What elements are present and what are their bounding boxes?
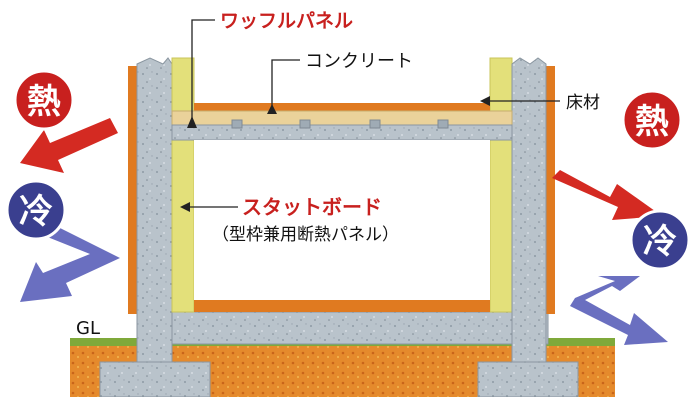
heat-badge-left-text: 熱	[27, 82, 61, 122]
waffle-ribs	[231, 119, 449, 129]
label-stud-board-sub: （型枠兼用断熱パネル）	[212, 225, 399, 245]
insulation-left	[171, 57, 195, 313]
cold-arrow-left	[20, 224, 120, 302]
label-stud-board: スタットボード	[242, 195, 382, 219]
leader-waffle-panel	[191, 19, 215, 122]
cold-badge-left: 冷	[5, 179, 67, 241]
heat-arrow-left	[20, 118, 118, 173]
interior-cavity	[194, 140, 490, 300]
heat-arrow-right	[552, 170, 662, 220]
cold-badge-right: 冷	[629, 209, 691, 271]
arrowhead-waffle-panel	[187, 116, 197, 128]
floor-concrete	[171, 110, 513, 126]
bottom-floor-strip	[194, 300, 490, 312]
cladding-left	[128, 66, 137, 314]
waffle-panel	[171, 124, 513, 141]
floor-material	[194, 103, 490, 111]
label-floor-material: 床材	[566, 93, 600, 113]
cold-badge-left-text: 冷	[19, 192, 53, 232]
cold-arrow-right	[570, 276, 668, 345]
heat-badge-left: 熱	[13, 69, 75, 131]
footing-right	[477, 361, 579, 397]
label-concrete: コンクリート	[305, 51, 413, 72]
arrowhead-stud-board	[180, 202, 190, 212]
cold-badge-right-text: 冷	[643, 222, 677, 262]
cladding-right	[546, 66, 555, 314]
label-waffle-panel: ワッフルパネル	[220, 10, 353, 32]
wall-right	[511, 57, 547, 363]
footing-left	[99, 361, 211, 397]
heat-badge-right-text: 熱	[635, 102, 669, 142]
label-gl: GL	[76, 318, 100, 339]
heat-badge-right: 熱	[621, 89, 683, 151]
arrowhead-floor-material	[480, 96, 490, 106]
base-slab	[137, 311, 549, 345]
wall-left	[136, 57, 173, 363]
arrowhead-concrete	[267, 104, 277, 114]
insulation-right	[489, 57, 513, 313]
leader-concrete	[271, 59, 300, 113]
